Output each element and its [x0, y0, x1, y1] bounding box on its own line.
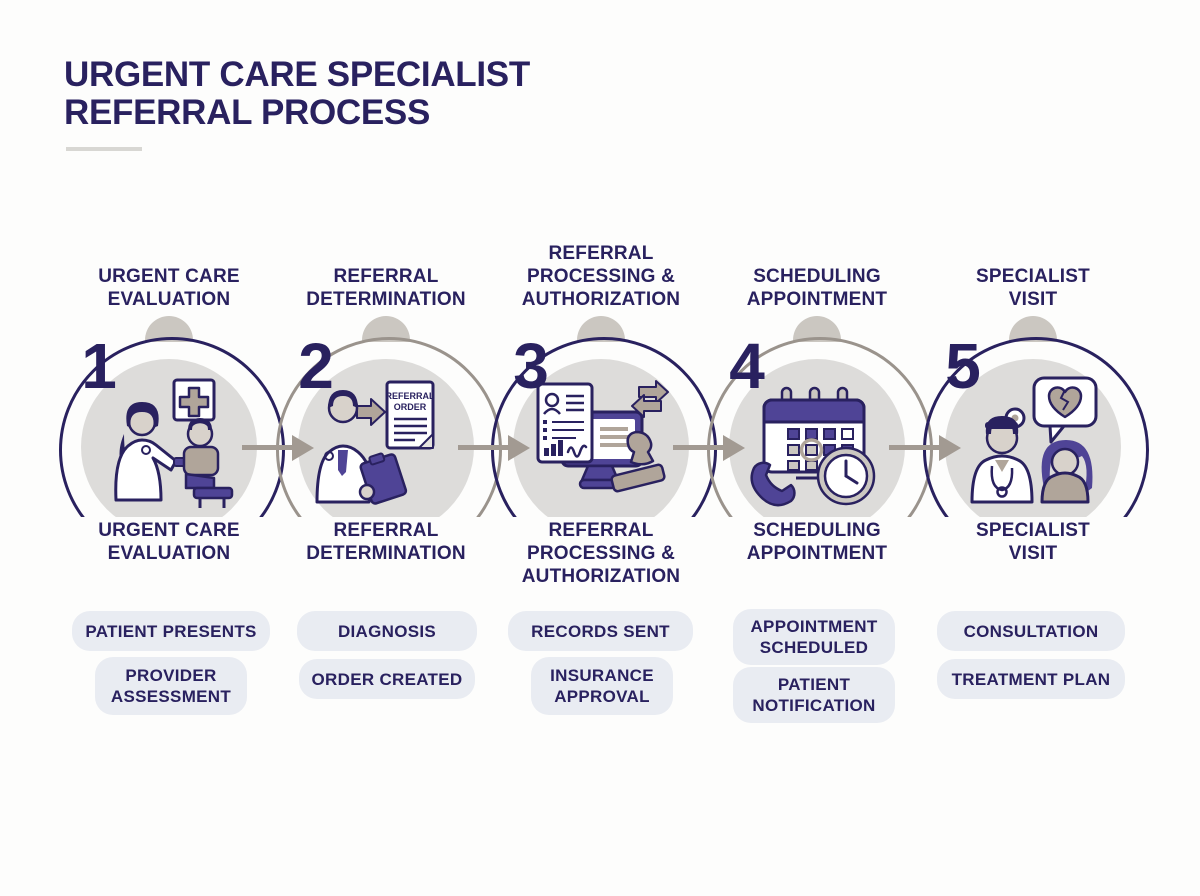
- tag-pill: DIAGNOSIS: [297, 611, 477, 651]
- step-label: REFERRAL PROCESSING & AUTHORIZATION: [491, 517, 711, 590]
- step-header: URGENT CARE EVALUATION: [98, 266, 240, 310]
- tag-pill: PROVIDER ASSESSMENT: [95, 657, 247, 715]
- step-number: 4: [729, 330, 765, 402]
- flow-arrow-icon: [673, 435, 745, 461]
- flow-arrow-icon: [242, 435, 314, 461]
- step-header: REFERRAL PROCESSING & AUTHORIZATION: [521, 243, 681, 310]
- step-header: REFERRAL DETERMINATION: [306, 266, 466, 310]
- tag-pill: INSURANCE APPROVAL: [531, 657, 673, 715]
- tag-pill: ORDER CREATED: [299, 659, 475, 699]
- step-number: 3: [513, 330, 549, 402]
- step-label: REFERRAL DETERMINATION: [276, 517, 496, 567]
- step-header: SPECIALIST VISIT: [976, 266, 1090, 310]
- tag-pill: PATIENT NOTIFICATION: [733, 667, 895, 723]
- tag-pill: TREATMENT PLAN: [937, 659, 1125, 699]
- step-label: URGENT CARE EVALUATION: [59, 517, 279, 567]
- step-header: SCHEDULING APPOINTMENT: [746, 266, 888, 310]
- step-number: 2: [298, 330, 334, 402]
- flow-arrow-icon: [458, 435, 530, 461]
- flow-arrow-icon: [889, 435, 961, 461]
- tag-pill: RECORDS SENT: [508, 611, 693, 651]
- title-underline: [66, 147, 142, 151]
- tag-pill: CONSULTATION: [937, 611, 1125, 651]
- tag-pill: APPOINTMENT SCHEDULED: [733, 609, 895, 665]
- step-number: 5: [945, 330, 981, 402]
- tag-pill: PATIENT PRESENTS: [72, 611, 270, 651]
- step-number: 1: [81, 330, 117, 402]
- step-label: SPECIALIST VISIT: [923, 517, 1143, 567]
- step-label: SCHEDULING APPOINTMENT: [707, 517, 927, 567]
- page-title: URGENT CARE SPECIALIST REFERRAL PROCESS: [64, 55, 530, 132]
